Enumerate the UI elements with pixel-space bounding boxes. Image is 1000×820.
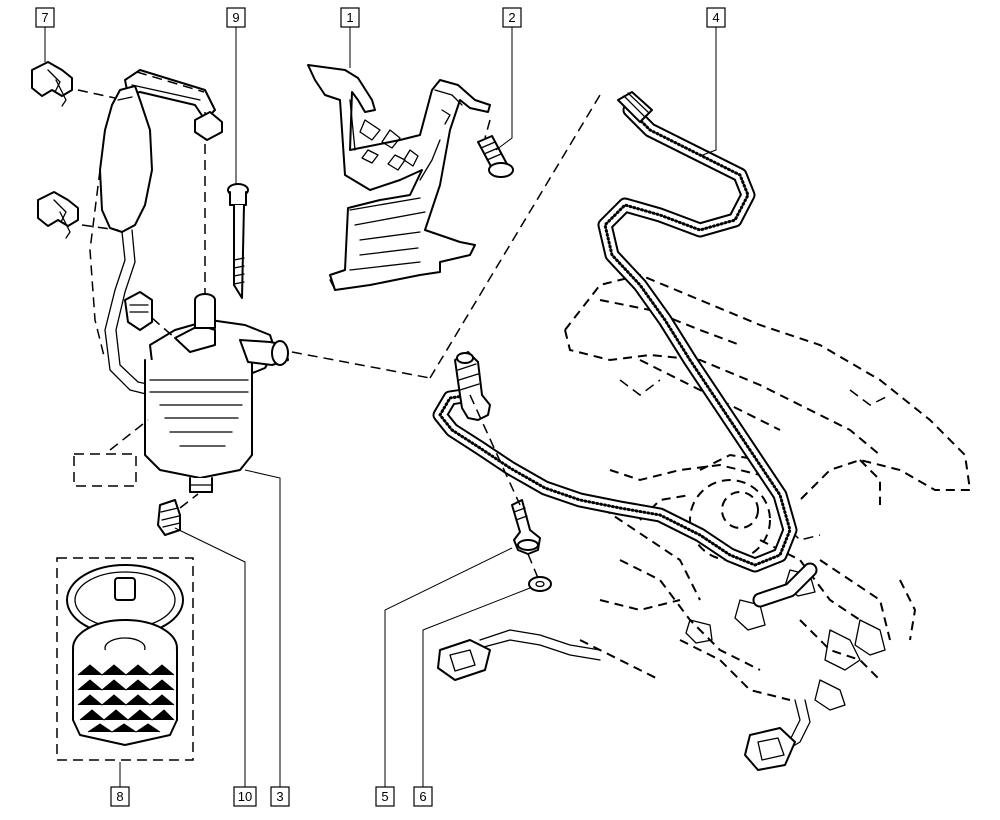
callout-2: 2 bbox=[502, 7, 522, 28]
hose-clip-7-bottom bbox=[37, 191, 79, 239]
seal-washer-6 bbox=[528, 576, 552, 592]
mounting-bracket-1 bbox=[307, 64, 491, 291]
wiring-harness bbox=[437, 629, 811, 771]
callout-8-label: 8 bbox=[116, 789, 123, 804]
callout-5: 5 bbox=[375, 786, 395, 807]
bolt-2 bbox=[477, 135, 514, 178]
callout-10: 10 bbox=[233, 786, 257, 807]
callout-6: 6 bbox=[413, 786, 433, 807]
callout-4-label: 4 bbox=[712, 10, 719, 25]
hose-clip-7-top bbox=[31, 61, 73, 107]
optional-part-box bbox=[73, 453, 137, 487]
fuel-pipe-4 bbox=[432, 91, 818, 608]
callout-1-label: 1 bbox=[346, 10, 353, 25]
callout-9: 9 bbox=[226, 7, 246, 28]
drain-screw-10 bbox=[157, 499, 181, 536]
callout-2-label: 2 bbox=[508, 10, 515, 25]
fuel-filter-housing-3 bbox=[124, 291, 289, 493]
callout-7: 7 bbox=[35, 7, 55, 28]
callout-7-label: 7 bbox=[41, 10, 48, 25]
callout-6-label: 6 bbox=[419, 789, 426, 804]
primer-bulb-assembly bbox=[89, 69, 223, 396]
union-fitting bbox=[454, 351, 491, 421]
callout-5-label: 5 bbox=[381, 789, 388, 804]
callout-3-label: 3 bbox=[276, 789, 283, 804]
banjo-bolt-5 bbox=[511, 499, 541, 555]
callout-4: 4 bbox=[706, 7, 726, 28]
filter-element-8 bbox=[56, 557, 194, 761]
callout-3: 3 bbox=[270, 786, 290, 807]
callout-8: 8 bbox=[110, 786, 130, 807]
leader-lines bbox=[44, 27, 717, 787]
callout-10-label: 10 bbox=[238, 789, 252, 804]
callout-1: 1 bbox=[340, 7, 360, 28]
callout-9-label: 9 bbox=[232, 10, 239, 25]
stud-9 bbox=[227, 183, 249, 299]
